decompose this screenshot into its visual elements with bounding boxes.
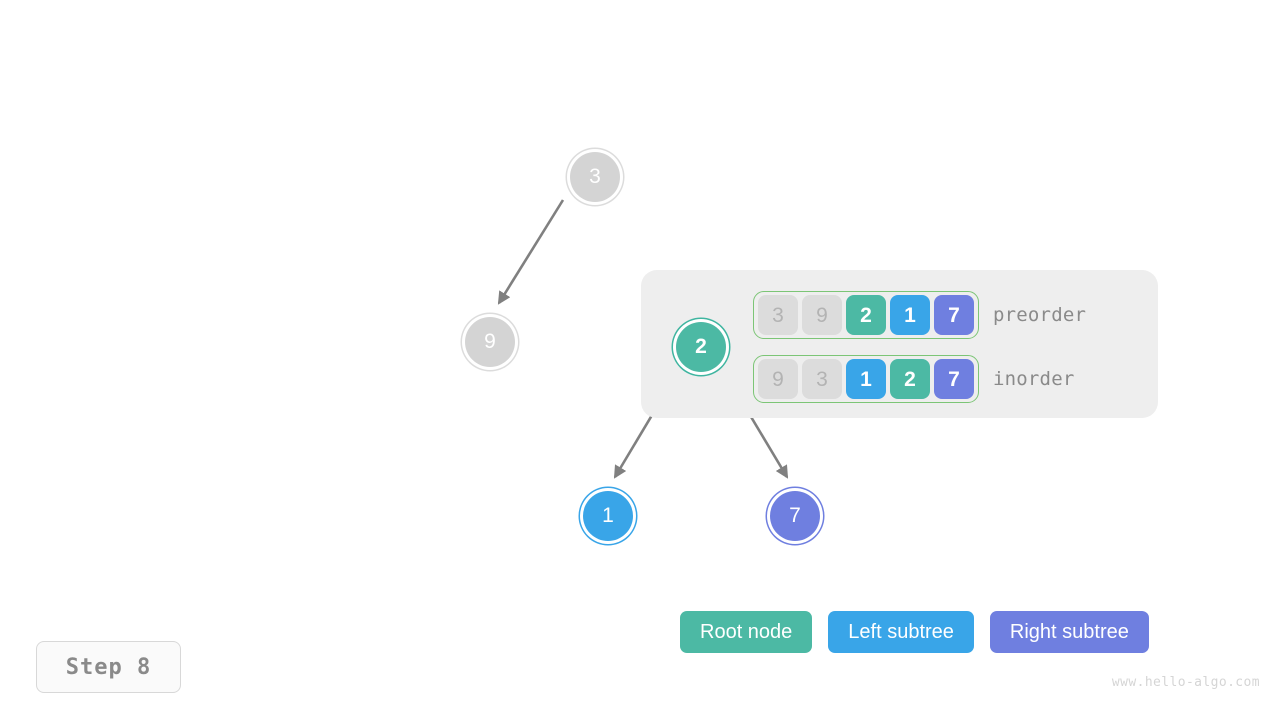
legend-item-root-node: Root node bbox=[680, 611, 813, 653]
tree-node-1: 1 bbox=[583, 491, 633, 541]
inorder-cell-3: 2 bbox=[890, 359, 930, 399]
preorder-array-row: 3 9 2 1 7 preorder bbox=[753, 291, 1086, 339]
inorder-cell-4: 7 bbox=[934, 359, 974, 399]
inorder-cell-0: 9 bbox=[758, 359, 798, 399]
legend: Root node Left subtree Right subtree bbox=[680, 611, 1149, 653]
preorder-cell-3: 1 bbox=[890, 295, 930, 335]
legend-item-right-subtree: Right subtree bbox=[989, 611, 1149, 653]
traversal-info-panel: 3 9 2 1 7 preorder 9 3 1 2 7 inorder bbox=[641, 270, 1158, 418]
inorder-array-row: 9 3 1 2 7 inorder bbox=[753, 355, 1074, 403]
inorder-cell-2: 1 bbox=[846, 359, 886, 399]
inorder-array-track: 9 3 1 2 7 bbox=[753, 355, 979, 403]
legend-item-left-subtree: Left subtree bbox=[828, 611, 974, 653]
preorder-cell-0: 3 bbox=[758, 295, 798, 335]
tree-node-3: 3 bbox=[570, 152, 620, 202]
preorder-cell-1: 9 bbox=[802, 295, 842, 335]
preorder-array-label: preorder bbox=[993, 304, 1087, 326]
edge-3-to-9 bbox=[497, 199, 565, 305]
tree-node-2: 2 bbox=[676, 322, 726, 372]
inorder-array-label: inorder bbox=[993, 368, 1075, 390]
tree-node-9: 9 bbox=[465, 317, 515, 367]
step-badge: Step 8 bbox=[36, 641, 181, 693]
preorder-cell-4: 7 bbox=[934, 295, 974, 335]
tree-node-7: 7 bbox=[770, 491, 820, 541]
preorder-cell-2: 2 bbox=[846, 295, 886, 335]
watermark: www.hello-algo.com bbox=[1111, 675, 1260, 690]
preorder-array-track: 3 9 2 1 7 bbox=[753, 291, 979, 339]
inorder-cell-1: 3 bbox=[802, 359, 842, 399]
